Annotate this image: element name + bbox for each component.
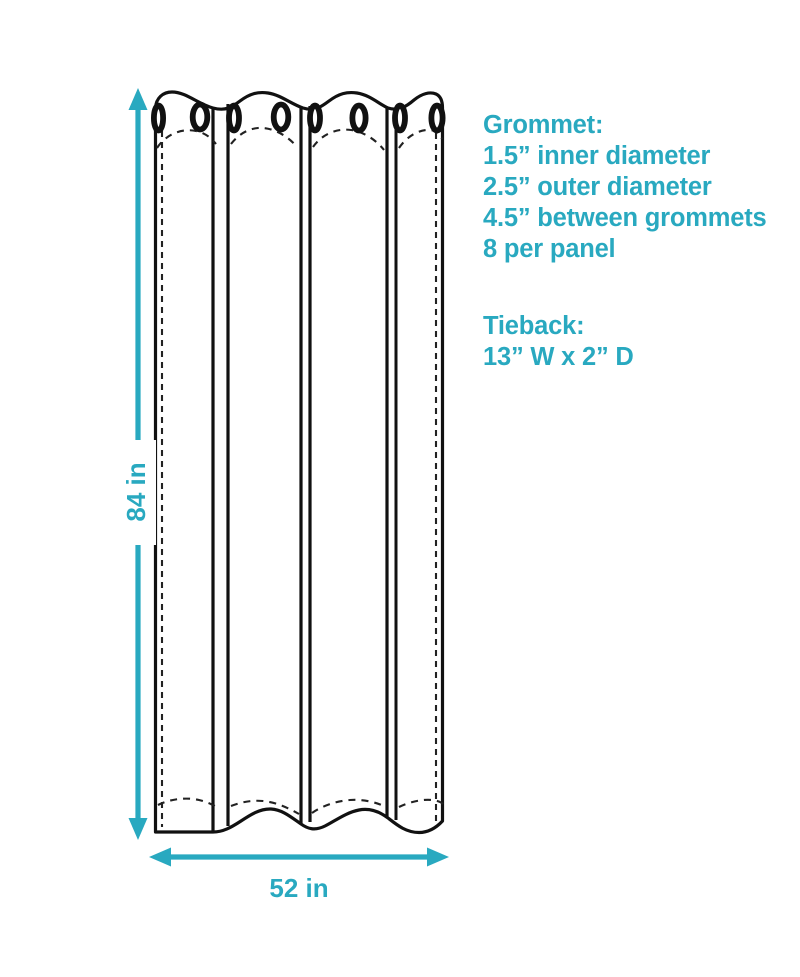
height-arrow-down bbox=[128, 818, 148, 840]
grommet-spec-line-1: 1.5” inner diameter bbox=[483, 142, 710, 170]
grommet-group bbox=[150, 101, 446, 134]
height-label-backdrop bbox=[122, 440, 156, 545]
width-arrow-left bbox=[149, 847, 171, 867]
height-arrow-up bbox=[128, 88, 148, 110]
grommet-3 bbox=[226, 102, 242, 134]
curtain-panel-illustration bbox=[150, 90, 446, 835]
grommet-spec-heading: Grommet: bbox=[483, 111, 603, 139]
grommet-spec-line-3: 4.5” between grommets bbox=[483, 204, 766, 232]
grommet-4 bbox=[270, 101, 292, 133]
width-dimension-label: 52 in bbox=[269, 873, 328, 903]
grommet-spec-block: Grommet: 1.5” inner diameter 2.5” outer … bbox=[483, 111, 767, 263]
grommet-7 bbox=[392, 102, 408, 134]
panel-outline bbox=[153, 90, 445, 835]
bottom-hem-stitch-line bbox=[157, 797, 444, 815]
height-dimension-label: 84 in bbox=[121, 462, 151, 521]
grommet-6 bbox=[349, 102, 369, 134]
width-dimension: 52 in bbox=[149, 847, 449, 903]
grommet-1 bbox=[150, 102, 166, 134]
tieback-spec-line-1: 13” W x 2” D bbox=[483, 343, 634, 371]
grommet-spec-line-2: 2.5” outer diameter bbox=[483, 173, 712, 201]
grommet-spec-line-4: 8 per panel bbox=[483, 235, 615, 263]
grommet-5 bbox=[307, 102, 323, 134]
panel-fold-lines bbox=[211, 104, 398, 831]
side-hem-stitch-lines bbox=[160, 120, 438, 827]
grommet-8 bbox=[428, 102, 446, 134]
tieback-spec-block: Tieback: 13” W x 2” D bbox=[483, 312, 634, 371]
width-arrow-right bbox=[427, 847, 449, 867]
grommet-2 bbox=[189, 101, 211, 133]
height-dimension: 84 in bbox=[121, 88, 156, 840]
tieback-spec-heading: Tieback: bbox=[483, 312, 584, 340]
